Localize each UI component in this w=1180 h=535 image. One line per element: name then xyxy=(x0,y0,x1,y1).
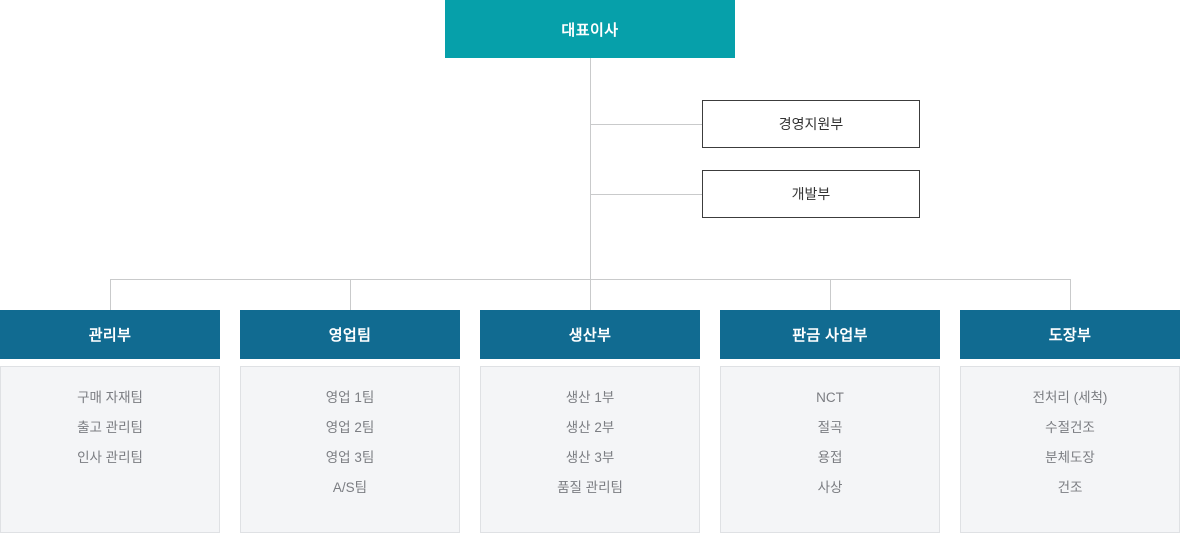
department-title: 생산부 xyxy=(568,327,612,344)
connector-drop-dept-0 xyxy=(110,279,111,310)
department-item[interactable]: 구매 자재팀 xyxy=(77,390,143,405)
department-item[interactable]: 분체도장 xyxy=(1045,450,1095,465)
staff-box-label: 경영지원부 xyxy=(778,116,844,132)
department-item[interactable]: 생산 2부 xyxy=(565,420,615,435)
department-item[interactable]: 인사 관리팀 xyxy=(77,450,143,465)
department-column-sales: 영업팀 영업 1팀 영업 2팀 영업 3팀 A/S팀 xyxy=(240,310,460,533)
department-item[interactable]: NCT xyxy=(816,390,844,405)
department-title: 도장부 xyxy=(1048,327,1092,344)
department-item[interactable]: 건조 xyxy=(1057,480,1083,495)
department-body: 영업 1팀 영업 2팀 영업 3팀 A/S팀 xyxy=(240,366,460,533)
department-item[interactable]: 사상 xyxy=(817,480,843,495)
department-item[interactable]: 생산 3부 xyxy=(565,450,615,465)
connector-department-bus xyxy=(110,279,1070,280)
staff-box-development[interactable]: 개발부 xyxy=(702,170,920,218)
department-header[interactable]: 관리부 xyxy=(0,310,220,359)
department-header[interactable]: 영업팀 xyxy=(240,310,460,359)
department-body: NCT 절곡 용접 사상 xyxy=(720,366,940,533)
department-column-painting: 도장부 전처리 (세척) 수절건조 분체도장 건조 xyxy=(960,310,1180,533)
staff-box-management-support[interactable]: 경영지원부 xyxy=(702,100,920,148)
department-body: 생산 1부 생산 2부 생산 3부 품질 관리팀 xyxy=(480,366,700,533)
department-body: 구매 자재팀 출고 관리팀 인사 관리팀 xyxy=(0,366,220,533)
department-item[interactable]: 전처리 (세척) xyxy=(1032,390,1108,405)
department-header[interactable]: 생산부 xyxy=(480,310,700,359)
staff-box-label: 개발부 xyxy=(791,186,831,202)
department-item[interactable]: 영업 2팀 xyxy=(325,420,375,435)
department-title: 관리부 xyxy=(88,327,132,344)
department-item[interactable]: 출고 관리팀 xyxy=(77,420,143,435)
department-header[interactable]: 도장부 xyxy=(960,310,1180,359)
connector-branch-staff-0 xyxy=(590,124,702,125)
department-item[interactable]: 절곡 xyxy=(817,420,843,435)
department-item[interactable]: 용접 xyxy=(817,450,843,465)
department-column-management: 관리부 구매 자재팀 출고 관리팀 인사 관리팀 xyxy=(0,310,220,533)
department-title: 판금 사업부 xyxy=(792,327,868,344)
department-header[interactable]: 판금 사업부 xyxy=(720,310,940,359)
department-item[interactable]: 영업 1팀 xyxy=(325,390,375,405)
department-item[interactable]: 품질 관리팀 xyxy=(557,480,623,495)
department-body: 전처리 (세척) 수절건조 분체도장 건조 xyxy=(960,366,1180,533)
department-item[interactable]: A/S팀 xyxy=(332,480,368,495)
executive-box[interactable]: 대표이사 xyxy=(445,0,735,58)
connector-drop-dept-3 xyxy=(830,279,831,310)
connector-trunk-vertical xyxy=(590,58,591,310)
department-item[interactable]: 수절건조 xyxy=(1045,420,1095,435)
department-item[interactable]: 생산 1부 xyxy=(565,390,615,405)
connector-branch-staff-1 xyxy=(590,194,702,195)
executive-label: 대표이사 xyxy=(561,21,619,39)
connector-drop-dept-4 xyxy=(1070,279,1071,310)
department-column-sheet-metal: 판금 사업부 NCT 절곡 용접 사상 xyxy=(720,310,940,533)
department-item[interactable]: 영업 3팀 xyxy=(325,450,375,465)
department-column-production: 생산부 생산 1부 생산 2부 생산 3부 품질 관리팀 xyxy=(480,310,700,533)
department-title: 영업팀 xyxy=(328,327,372,344)
connector-drop-dept-1 xyxy=(350,279,351,310)
